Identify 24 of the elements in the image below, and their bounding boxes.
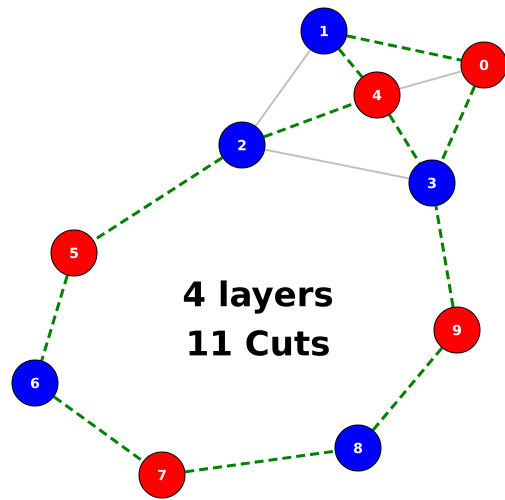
graph-vertex: 0 — [460, 42, 505, 88]
graph-vertex: 2 — [218, 122, 266, 168]
graph-edge — [372, 347, 444, 431]
graph-vertex: 1 — [300, 8, 348, 54]
graph-edge — [346, 34, 462, 62]
graph-edge — [440, 86, 476, 162]
graph-vertex: 5 — [50, 230, 98, 276]
caption-text: 4 layers — [184, 280, 332, 314]
graph-vertex: 4 — [354, 72, 400, 118]
graph-vertex: 3 — [408, 160, 456, 206]
graph-vertex: 6 — [12, 360, 58, 406]
graph-edge — [434, 206, 455, 308]
graph-vertex: 8 — [334, 424, 382, 472]
graph-vertex: 7 — [138, 452, 186, 498]
graph-edge — [399, 70, 462, 90]
graph-edge — [338, 48, 364, 78]
graph-edge — [185, 450, 335, 474]
graph-vertex: 9 — [434, 306, 480, 354]
graph-edge — [53, 396, 144, 462]
caption-text: 11 Cuts — [189, 330, 329, 356]
graph-edge — [264, 148, 410, 180]
graph-edge — [388, 114, 421, 164]
graph-edge — [40, 275, 69, 361]
graph-edge — [254, 50, 312, 127]
